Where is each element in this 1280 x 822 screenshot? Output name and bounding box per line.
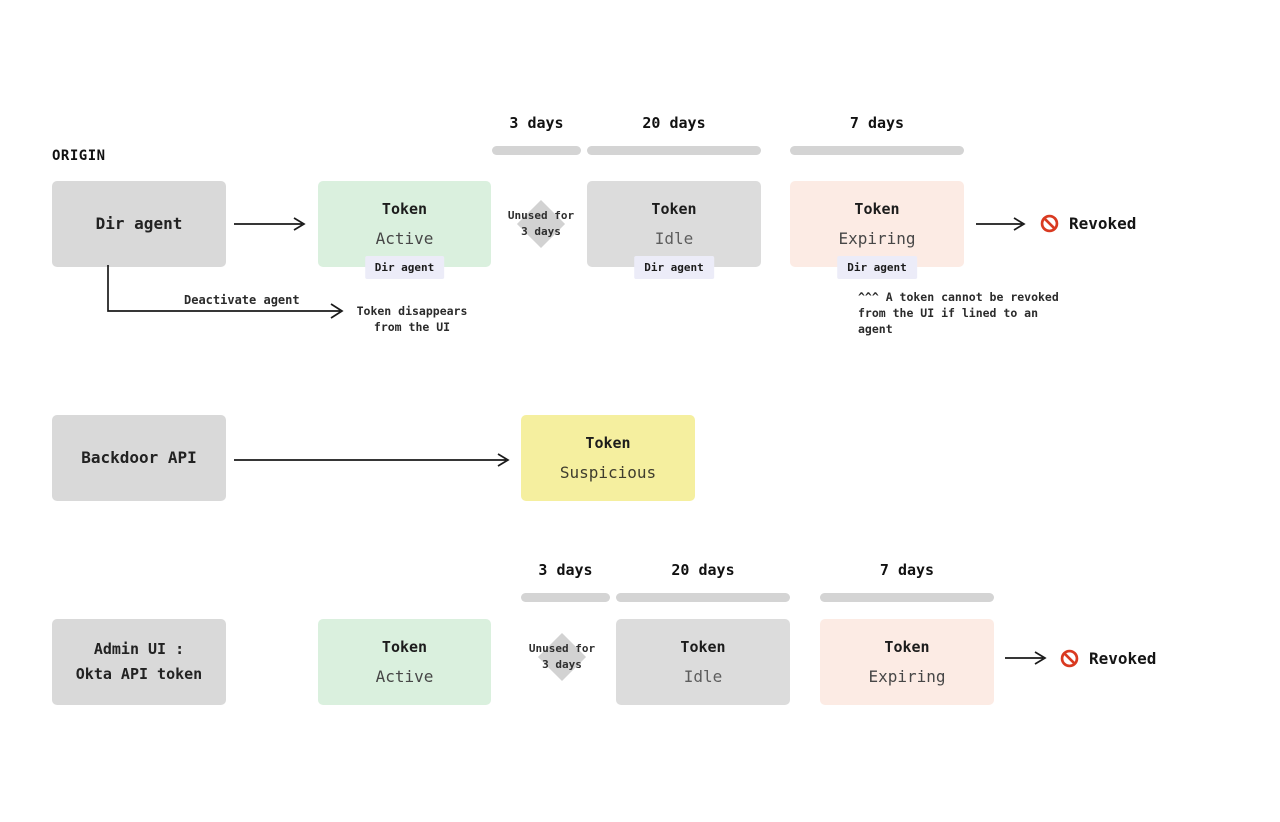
token-box-idle: Token Idle Dir agent	[587, 181, 761, 279]
token-state: Expiring	[838, 229, 916, 248]
flow-arrow	[234, 217, 306, 231]
revoked-status: Revoked	[1060, 649, 1156, 668]
token-state: Active	[375, 229, 434, 248]
timeline-bar	[521, 593, 610, 602]
revoked-label: Revoked	[1069, 214, 1137, 233]
timeline-bar	[587, 146, 761, 155]
timeline-label-3days: 3 days	[538, 561, 593, 579]
revoke-note: ^^^ A token cannot be revoked from the U…	[858, 289, 1059, 337]
timeline-bar	[492, 146, 581, 155]
revoked-status: Revoked	[1040, 214, 1136, 233]
agent-badge: Dir agent	[837, 256, 917, 279]
revoke-note-line3: agent	[858, 322, 893, 337]
prohibition-icon	[1040, 214, 1059, 233]
token-state: Suspicious	[559, 463, 657, 482]
gate-unused-3-days: Unused for 3 days	[515, 619, 609, 695]
timeline-bar	[820, 593, 994, 602]
token-title: Token	[381, 200, 428, 218]
agent-badge: Dir agent	[634, 256, 714, 279]
flow-arrow	[1005, 651, 1047, 665]
token-state: Expiring	[868, 667, 946, 686]
token-box-active: Token Active	[318, 619, 491, 705]
token-title: Token	[381, 638, 428, 656]
deactivate-elbow-arrow	[107, 265, 344, 319]
token-box-expiring: Token Expiring Dir agent	[790, 181, 964, 279]
deactivate-agent-label: Deactivate agent	[184, 293, 300, 307]
origin-box-dir-agent: Dir agent	[52, 181, 226, 267]
flow-arrow	[234, 453, 510, 467]
token-title: Token	[884, 638, 930, 656]
token-title: Token	[680, 638, 726, 656]
timeline-label-20days: 20 days	[642, 114, 706, 132]
agent-badge: Dir agent	[364, 256, 445, 279]
revoke-note-line2: from the UI if lined to an	[858, 306, 1039, 321]
origin-box-backdoor-api: Backdoor API	[52, 415, 226, 501]
revoke-note-line1: ^^^ A token cannot be revoked	[858, 290, 1059, 304]
gate-unused-3-days: Unused for 3 days	[494, 186, 588, 262]
flow-arrow	[976, 217, 1026, 231]
token-box-expiring: Token Expiring	[820, 619, 994, 705]
gate-text-line2: 3 days	[521, 225, 561, 238]
token-box-idle: Token Idle	[616, 619, 790, 705]
token-state: Idle	[654, 229, 694, 248]
token-disappears-line2: from the UI	[373, 320, 451, 335]
origin-box-label-line2: Okta API token	[75, 665, 203, 683]
token-box-active: Token Active Dir agent	[318, 181, 491, 279]
timeline-bar	[616, 593, 790, 602]
token-title: Token	[651, 200, 697, 218]
token-disappears-line1: Token disappears	[356, 304, 468, 318]
origin-box-label-line1: Admin UI :	[93, 639, 185, 658]
timeline-label-7days: 7 days	[879, 561, 935, 579]
timeline-label-20days: 20 days	[671, 561, 735, 579]
timeline-label-7days: 7 days	[849, 114, 905, 132]
token-box-suspicious: Token Suspicious	[521, 415, 695, 501]
timeline-bar	[790, 146, 964, 155]
origin-box-admin-ui: Admin UI : Okta API token	[52, 619, 226, 705]
token-state: Active	[375, 667, 434, 686]
timeline-label-3days: 3 days	[509, 114, 564, 132]
gate-text-line1: Unused for	[528, 641, 596, 655]
gate-text-line2: 3 days	[542, 658, 582, 671]
gate-text-line1: Unused for	[507, 208, 575, 222]
token-state: Idle	[683, 667, 723, 686]
token-disappears-note: Token disappears from the UI	[352, 303, 472, 335]
token-title: Token	[854, 200, 900, 218]
prohibition-icon	[1060, 649, 1079, 668]
token-title: Token	[585, 434, 631, 452]
origin-box-label: Dir agent	[95, 214, 183, 234]
origin-section-label: ORIGIN	[52, 148, 106, 164]
origin-box-label: Backdoor API	[81, 448, 197, 468]
revoked-label: Revoked	[1089, 649, 1157, 668]
